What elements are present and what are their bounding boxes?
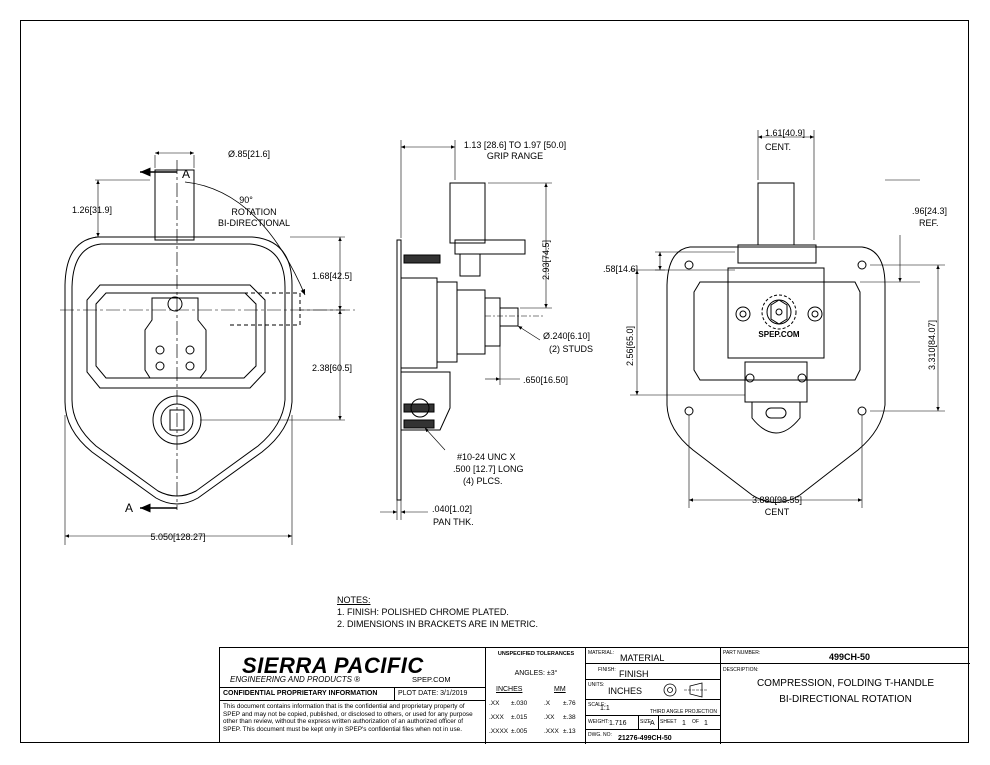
tolerance-box: UNSPECIFIED TOLERANCES ANGLES: ±3° INCHE… [486,648,586,744]
cent-top-1: 1.61[40.9] [765,128,805,138]
thread-2: .500 [12.7] LONG [453,464,524,474]
disclaimer: This document contains information that … [220,701,486,744]
tolerance-mm-header: MM [554,686,566,693]
weight-value: 1.716 [609,720,627,727]
dwg-cell: DWG. NO: 21276-499CH-50 [586,730,721,744]
dim-width-front: 5.050[128.27] [150,532,205,542]
ref-1: .96[24.3] [912,206,947,216]
dim-293: 2.93[74.5] [541,240,551,280]
dim-256: 2.56[65.0] [625,326,635,366]
tolerance-angles: ANGLES: ±3° [514,670,558,677]
description-line-1: COMPRESSION, FOLDING T-HANDLE [756,678,935,689]
studs-dia: Ø.240[6.10] [543,331,590,341]
plot-date: PLOT DATE: 3/1/2019 [395,688,486,701]
dim-handle-height: 1.26[31.9] [72,205,112,215]
studs-count: (2) STUDS [549,344,593,354]
grip-range-2: GRIP RANGE [487,151,543,161]
front-view [60,151,355,545]
finish-cell: FINISH: FINISH [586,664,721,680]
grip-range-1: 1.13 [28.6] TO 1.97 [50.0] [464,140,566,150]
size-value: A [650,720,655,727]
company-name: SIERRA PACIFIC [242,653,424,678]
rotation-label-2: ROTATION [231,207,276,217]
rear-logo: SPEP.COM [758,330,800,339]
thread-3: (4) PLCS. [463,476,503,486]
rear-view [630,130,945,508]
scale-value: 1:1 [600,705,610,712]
weight-cell: WEIGHT: 1.716 SIZE A SHEET 1 OF 1 [586,716,721,730]
notes-block: NOTES: 1. FINISH: POLISHED CHROME PLATED… [337,594,538,630]
note-item: 1. FINISH: POLISHED CHROME PLATED. [337,607,509,617]
units-value: INCHES [608,686,643,696]
company-website: SPEP.COM [412,675,451,684]
cent-top-2: CENT. [765,142,791,152]
tolerance-title: UNSPECIFIED TOLERANCES [497,651,575,657]
side-view [380,140,552,520]
rotation-label-1: 90° [239,195,253,205]
rear-width-1: 3.880[98.55] [752,495,802,505]
sheet-value: 1 [682,720,686,727]
part-number-cell: PART NUMBER: 499CH-50 [721,648,970,664]
dim-3310: 3.310[84.07] [927,320,937,370]
projection-icon [663,682,708,698]
part-number-value: 499CH-50 [829,652,871,662]
thread-1: #10-24 UNC X [457,452,516,462]
dwg-value: 21276-499CH-50 [618,735,672,742]
company-subtitle: ENGINEERING AND PRODUCTS ® [230,675,361,684]
confidential-label: CONFIDENTIAL PROPRIETARY INFORMATION [220,688,395,701]
drawing-border [20,20,969,743]
registered-icon: ® [354,675,361,684]
pan-thk-2: PAN THK. [433,517,474,527]
scale-cell: SCALE: 1:1 THIRD ANGLE PROJECTION [586,700,721,716]
company-box: SIERRA PACIFIC ENGINEERING AND PRODUCTS … [220,648,486,688]
finish-value: FINISH [619,669,649,679]
material-cell: MATERIAL: MATERIAL [586,648,721,664]
description-line-2: BI-DIRECTIONAL ROTATION [779,694,912,705]
dim-650: .650[16.50] [523,375,568,385]
dim-238: 2.38[60.5] [312,363,352,373]
tolerance-inches-header: INCHES [496,686,523,693]
of-value: 1 [704,720,708,727]
description-cell: DESCRIPTION: COMPRESSION, FOLDING T-HAND… [721,664,970,744]
dim-58: .58[14.6] [603,264,638,274]
title-block: SIERRA PACIFIC ENGINEERING AND PRODUCTS … [219,647,970,744]
notes-heading: NOTES: [337,595,371,605]
dim-hole-dia: Ø.85[21.6] [228,149,270,159]
note-item: 2. DIMENSIONS IN BRACKETS ARE IN METRIC. [337,619,539,629]
rear-width-2: CENT [765,507,790,517]
units-cell: UNITS: INCHES [586,680,721,700]
rotation-label-3: BI-DIRECTIONAL [218,218,290,228]
material-value: MATERIAL [620,653,665,663]
section-label-bottom: A [125,501,133,515]
pan-thk-1: .040[1.02] [432,504,472,514]
projection-label: THIRD ANGLE PROJECTION [650,709,717,715]
section-label-top: A [182,167,190,181]
ref-2: REF. [919,218,939,228]
dim-168: 1.68[42.5] [312,271,352,281]
